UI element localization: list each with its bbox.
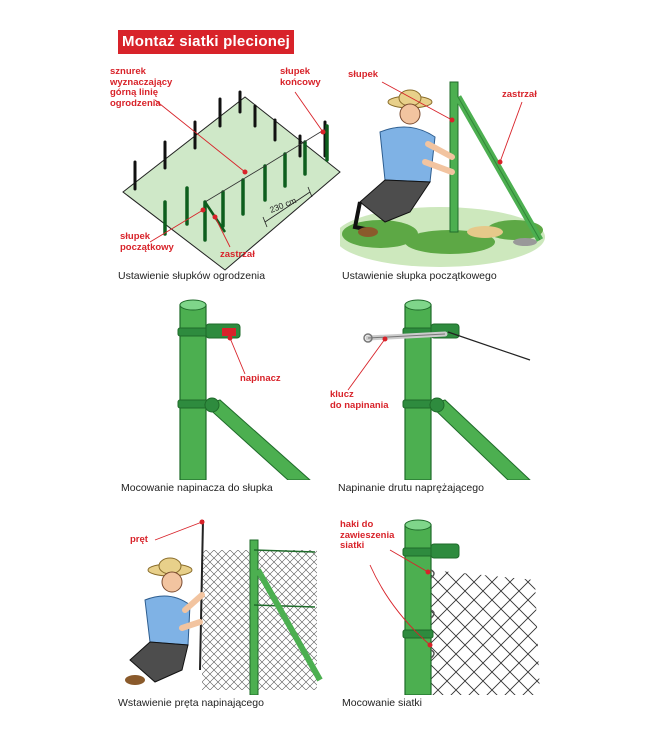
caption-post-layout: Ustawienie słupków ogrodzenia (118, 270, 266, 282)
panel-post-layout: sznurek wyznaczający górną linię ogrodze… (105, 62, 345, 282)
label-slupek: słupek (348, 69, 379, 80)
mount-mesh-illustration (369, 519, 540, 695)
post-layout-illustration (122, 90, 341, 271)
label-haki: haki do zawieszenia siatki (340, 519, 395, 551)
caption-tensioner: Mocowanie napinacza do słupka (121, 482, 273, 494)
label-slupek-koncowy: słupek końcowy (280, 66, 321, 88)
label-slupek-poczatkowy: słupek początkowy (120, 231, 174, 253)
label-napinacz: napinacz (240, 373, 281, 384)
page-title: Montaż siatki plecionej (118, 30, 294, 54)
panel-wire-tension: klucz do napinania (330, 290, 540, 480)
label-klucz: klucz do napinania (330, 389, 389, 411)
caption-mount-mesh: Mocowanie siatki (342, 697, 422, 709)
label-zastrzal: zastrzał (220, 249, 255, 260)
caption-wire-tension: Napinanie drutu naprężającego (338, 482, 484, 494)
tensioner-illustration (177, 299, 311, 480)
caption-start-post: Ustawienie słupka początkowego (342, 270, 497, 282)
start-post-illustration (340, 81, 545, 267)
caption-insert-rod: Wstawienie pręta napinającego (118, 697, 264, 709)
panel-mount-mesh: haki do zawieszenia siatki (330, 510, 545, 695)
panel-start-post: słupek zastrzał (340, 62, 555, 272)
label-sznurek: sznurek wyznaczający górną linię ogrodze… (110, 66, 173, 109)
panel-tensioner: napinacz (160, 290, 320, 480)
label-pret: pręt (130, 534, 148, 545)
panel-insert-rod: pręt (110, 510, 325, 695)
label-zastrzal-2: zastrzał (502, 89, 537, 100)
insert-rod-illustration (125, 519, 323, 695)
wire-tension-illustration (347, 299, 531, 480)
